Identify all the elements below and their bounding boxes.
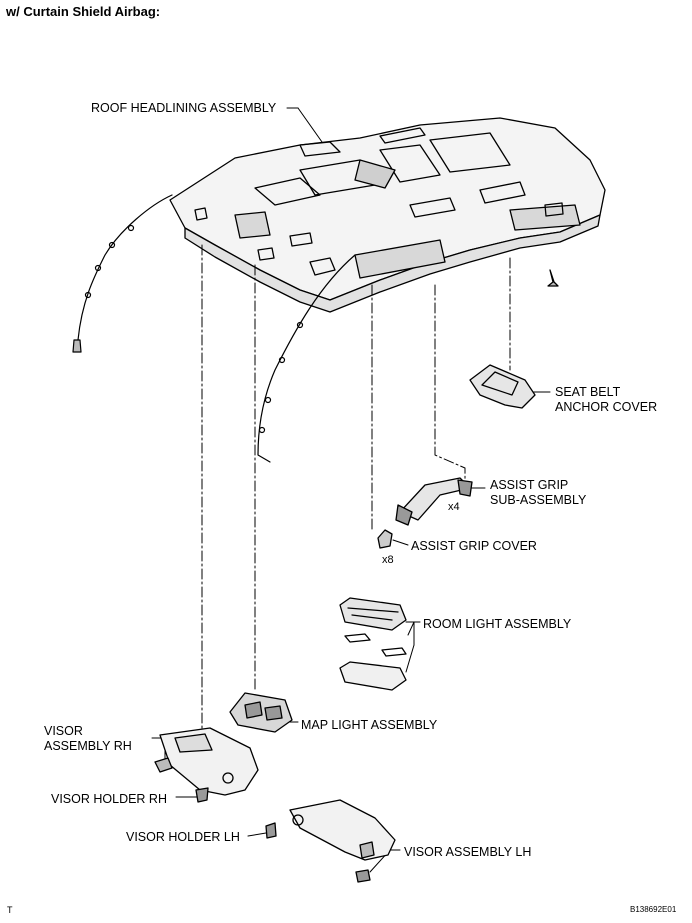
label-visor-holder-rh: VISOR HOLDER RH: [51, 792, 167, 806]
label-leader-lines: [151, 107, 551, 873]
label-roof-headlining: ROOF HEADLINING ASSEMBLY: [91, 101, 277, 115]
label-map-light: MAP LIGHT ASSEMBLY: [301, 718, 438, 732]
label-visor-rh-1: VISOR: [44, 724, 83, 738]
visor-holder-lh-drawing: [265, 822, 277, 839]
roof-headlining-drawing: [169, 117, 606, 313]
seat-belt-anchor-cover-drawing: [469, 364, 536, 409]
label-room-light: ROOM LIGHT ASSEMBLY: [423, 617, 572, 631]
figure-code: B138692E01: [630, 905, 677, 914]
visor-rh-drawing: [154, 727, 259, 803]
room-light-drawing: [339, 597, 407, 691]
map-light-drawing: [229, 692, 293, 733]
label-assist-grip-qty: x4: [448, 501, 460, 513]
label-seat-belt-1: SEAT BELT: [555, 385, 621, 399]
assist-grip-drawing: [395, 477, 473, 526]
diagram-header: w/ Curtain Shield Airbag:: [6, 4, 161, 19]
assist-grip-cover-drawing: [377, 529, 393, 549]
label-assist-grip-cover: ASSIST GRIP COVER: [411, 539, 537, 553]
curtain-airbag-harness: [72, 194, 356, 463]
alignment-lines: [201, 244, 511, 791]
label-assist-grip-2: SUB-ASSEMBLY: [490, 493, 587, 507]
label-visor-lh: VISOR ASSEMBLY LH: [404, 845, 532, 859]
label-seat-belt-2: ANCHOR COVER: [555, 400, 658, 414]
label-visor-rh-2: ASSEMBLY RH: [44, 739, 132, 753]
label-assist-grip-cover-qty: x8: [382, 554, 394, 566]
visor-lh-drawing: [289, 799, 396, 883]
label-visor-holder-lh: VISOR HOLDER LH: [126, 830, 240, 844]
label-assist-grip-1: ASSIST GRIP: [490, 478, 569, 492]
footer-left-mark: T: [7, 905, 13, 915]
